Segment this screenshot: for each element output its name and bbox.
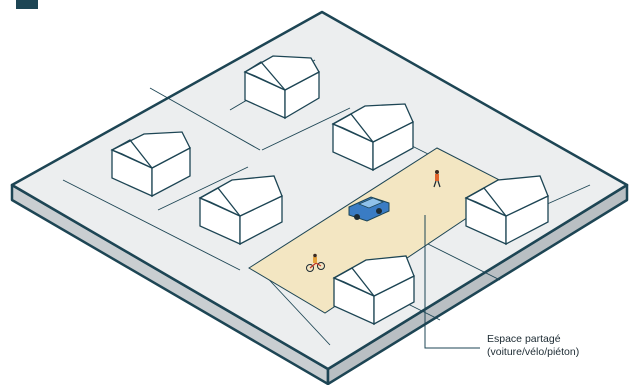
callout-line-2: (voiture/vélo/piéton) xyxy=(487,346,579,359)
corner-mark xyxy=(16,0,38,9)
callout-line-1: Espace partagé xyxy=(487,333,579,346)
callout-label: Espace partagé (voiture/vélo/piéton) xyxy=(487,333,579,359)
